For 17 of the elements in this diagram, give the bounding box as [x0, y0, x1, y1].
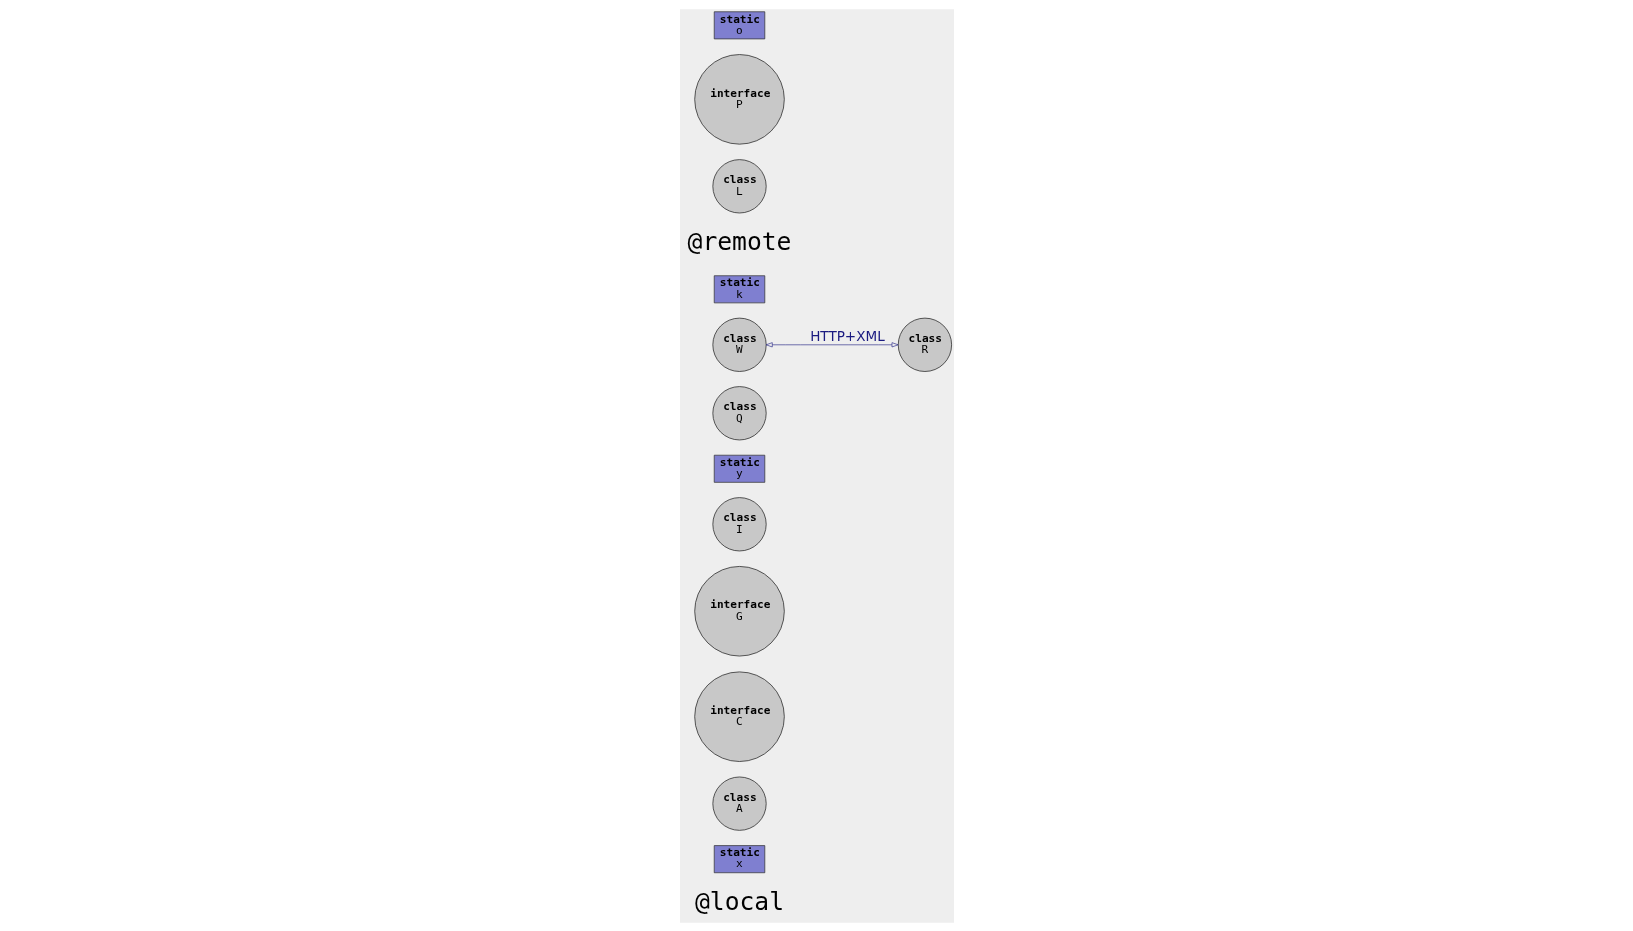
node-circle: class Q [711, 385, 767, 440]
node-circle: class R [897, 317, 952, 372]
label: @local [694, 886, 784, 916]
node-circle: interface P [693, 53, 785, 145]
edge-label: HTTP+XML [809, 327, 885, 344]
arrow [765, 341, 898, 347]
node-circle: interface C [693, 671, 785, 762]
node-box: static k [713, 274, 765, 303]
node-circle: class L [711, 158, 767, 213]
label: @remote [687, 226, 791, 256]
node-box: static x [713, 844, 765, 873]
node-circle: interface G [693, 565, 785, 656]
node-circle: class W [711, 317, 767, 372]
node-box: static o [713, 10, 765, 39]
node-circle: class I [711, 496, 767, 551]
node-box: static y [713, 454, 765, 483]
node-circle: class A [711, 776, 767, 831]
